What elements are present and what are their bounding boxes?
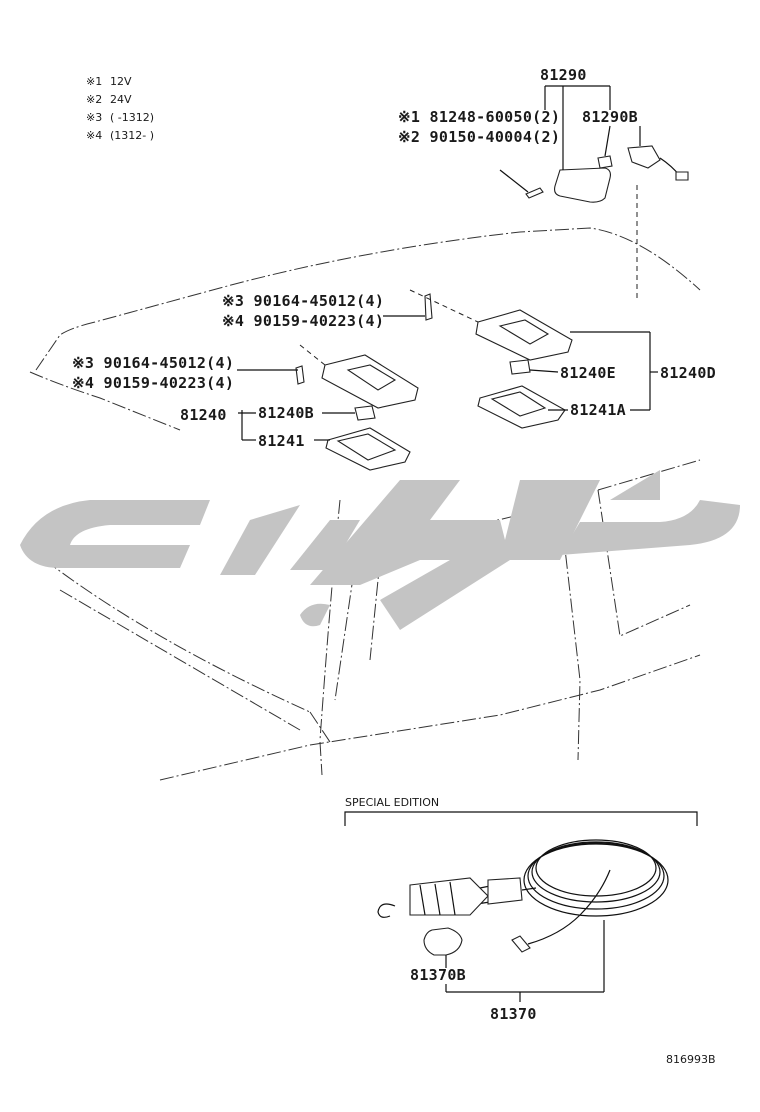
leader-lines	[237, 85, 658, 441]
note-text-3: ( -1312)	[110, 111, 154, 124]
special-edition-bracket	[344, 811, 698, 826]
label-90159-40223-top: ※4 90159-40223(4)	[222, 312, 384, 330]
lamp-81240D-assembly	[424, 293, 573, 429]
label-90164-45012-left: ※3 90164-45012(4)	[72, 354, 234, 372]
label-81240D: 81240D	[660, 364, 716, 382]
lamp-81240-assembly	[295, 354, 419, 471]
label-81248-60050: ※1 81248-60050(2)	[398, 108, 560, 126]
guide-lines	[299, 185, 638, 366]
label-81240E: 81240E	[560, 364, 616, 382]
note-mark-4: ※4	[86, 129, 102, 142]
note-text-1: 12V	[110, 75, 132, 88]
part-labels: 81290 81290B ※1 81248-60050(2) ※2 90150-…	[72, 66, 716, 1023]
label-90150-40004: ※2 90150-40004(2)	[398, 128, 560, 146]
label-81241A: 81241A	[570, 401, 626, 419]
label-81370B: 81370B	[410, 966, 466, 984]
notes-legend: ※1 12V ※2 24V ※3 ( -1312) ※4 (1312- )	[86, 75, 154, 142]
special-edition-label: SPECIAL EDITION	[345, 796, 439, 809]
label-81370: 81370	[490, 1005, 537, 1023]
watermark-logo	[20, 470, 740, 630]
diagram-code: 816993B	[666, 1053, 716, 1066]
lamp-81290-assembly	[499, 145, 689, 203]
note-text-2: 24V	[110, 93, 132, 106]
label-81240: 81240	[180, 406, 227, 424]
label-90164-45012-top: ※3 90164-45012(4)	[222, 292, 384, 310]
note-mark-3: ※3	[86, 111, 102, 124]
label-81240B: 81240B	[258, 404, 314, 422]
note-mark-1: ※1	[86, 75, 102, 88]
label-90159-40223-left: ※4 90159-40223(4)	[72, 374, 234, 392]
label-81290: 81290	[540, 66, 587, 84]
label-81290B: 81290B	[582, 108, 638, 126]
work-light-81370	[377, 839, 669, 1002]
label-81241: 81241	[258, 432, 305, 450]
note-text-4: (1312- )	[110, 129, 154, 142]
note-mark-2: ※2	[86, 93, 102, 106]
